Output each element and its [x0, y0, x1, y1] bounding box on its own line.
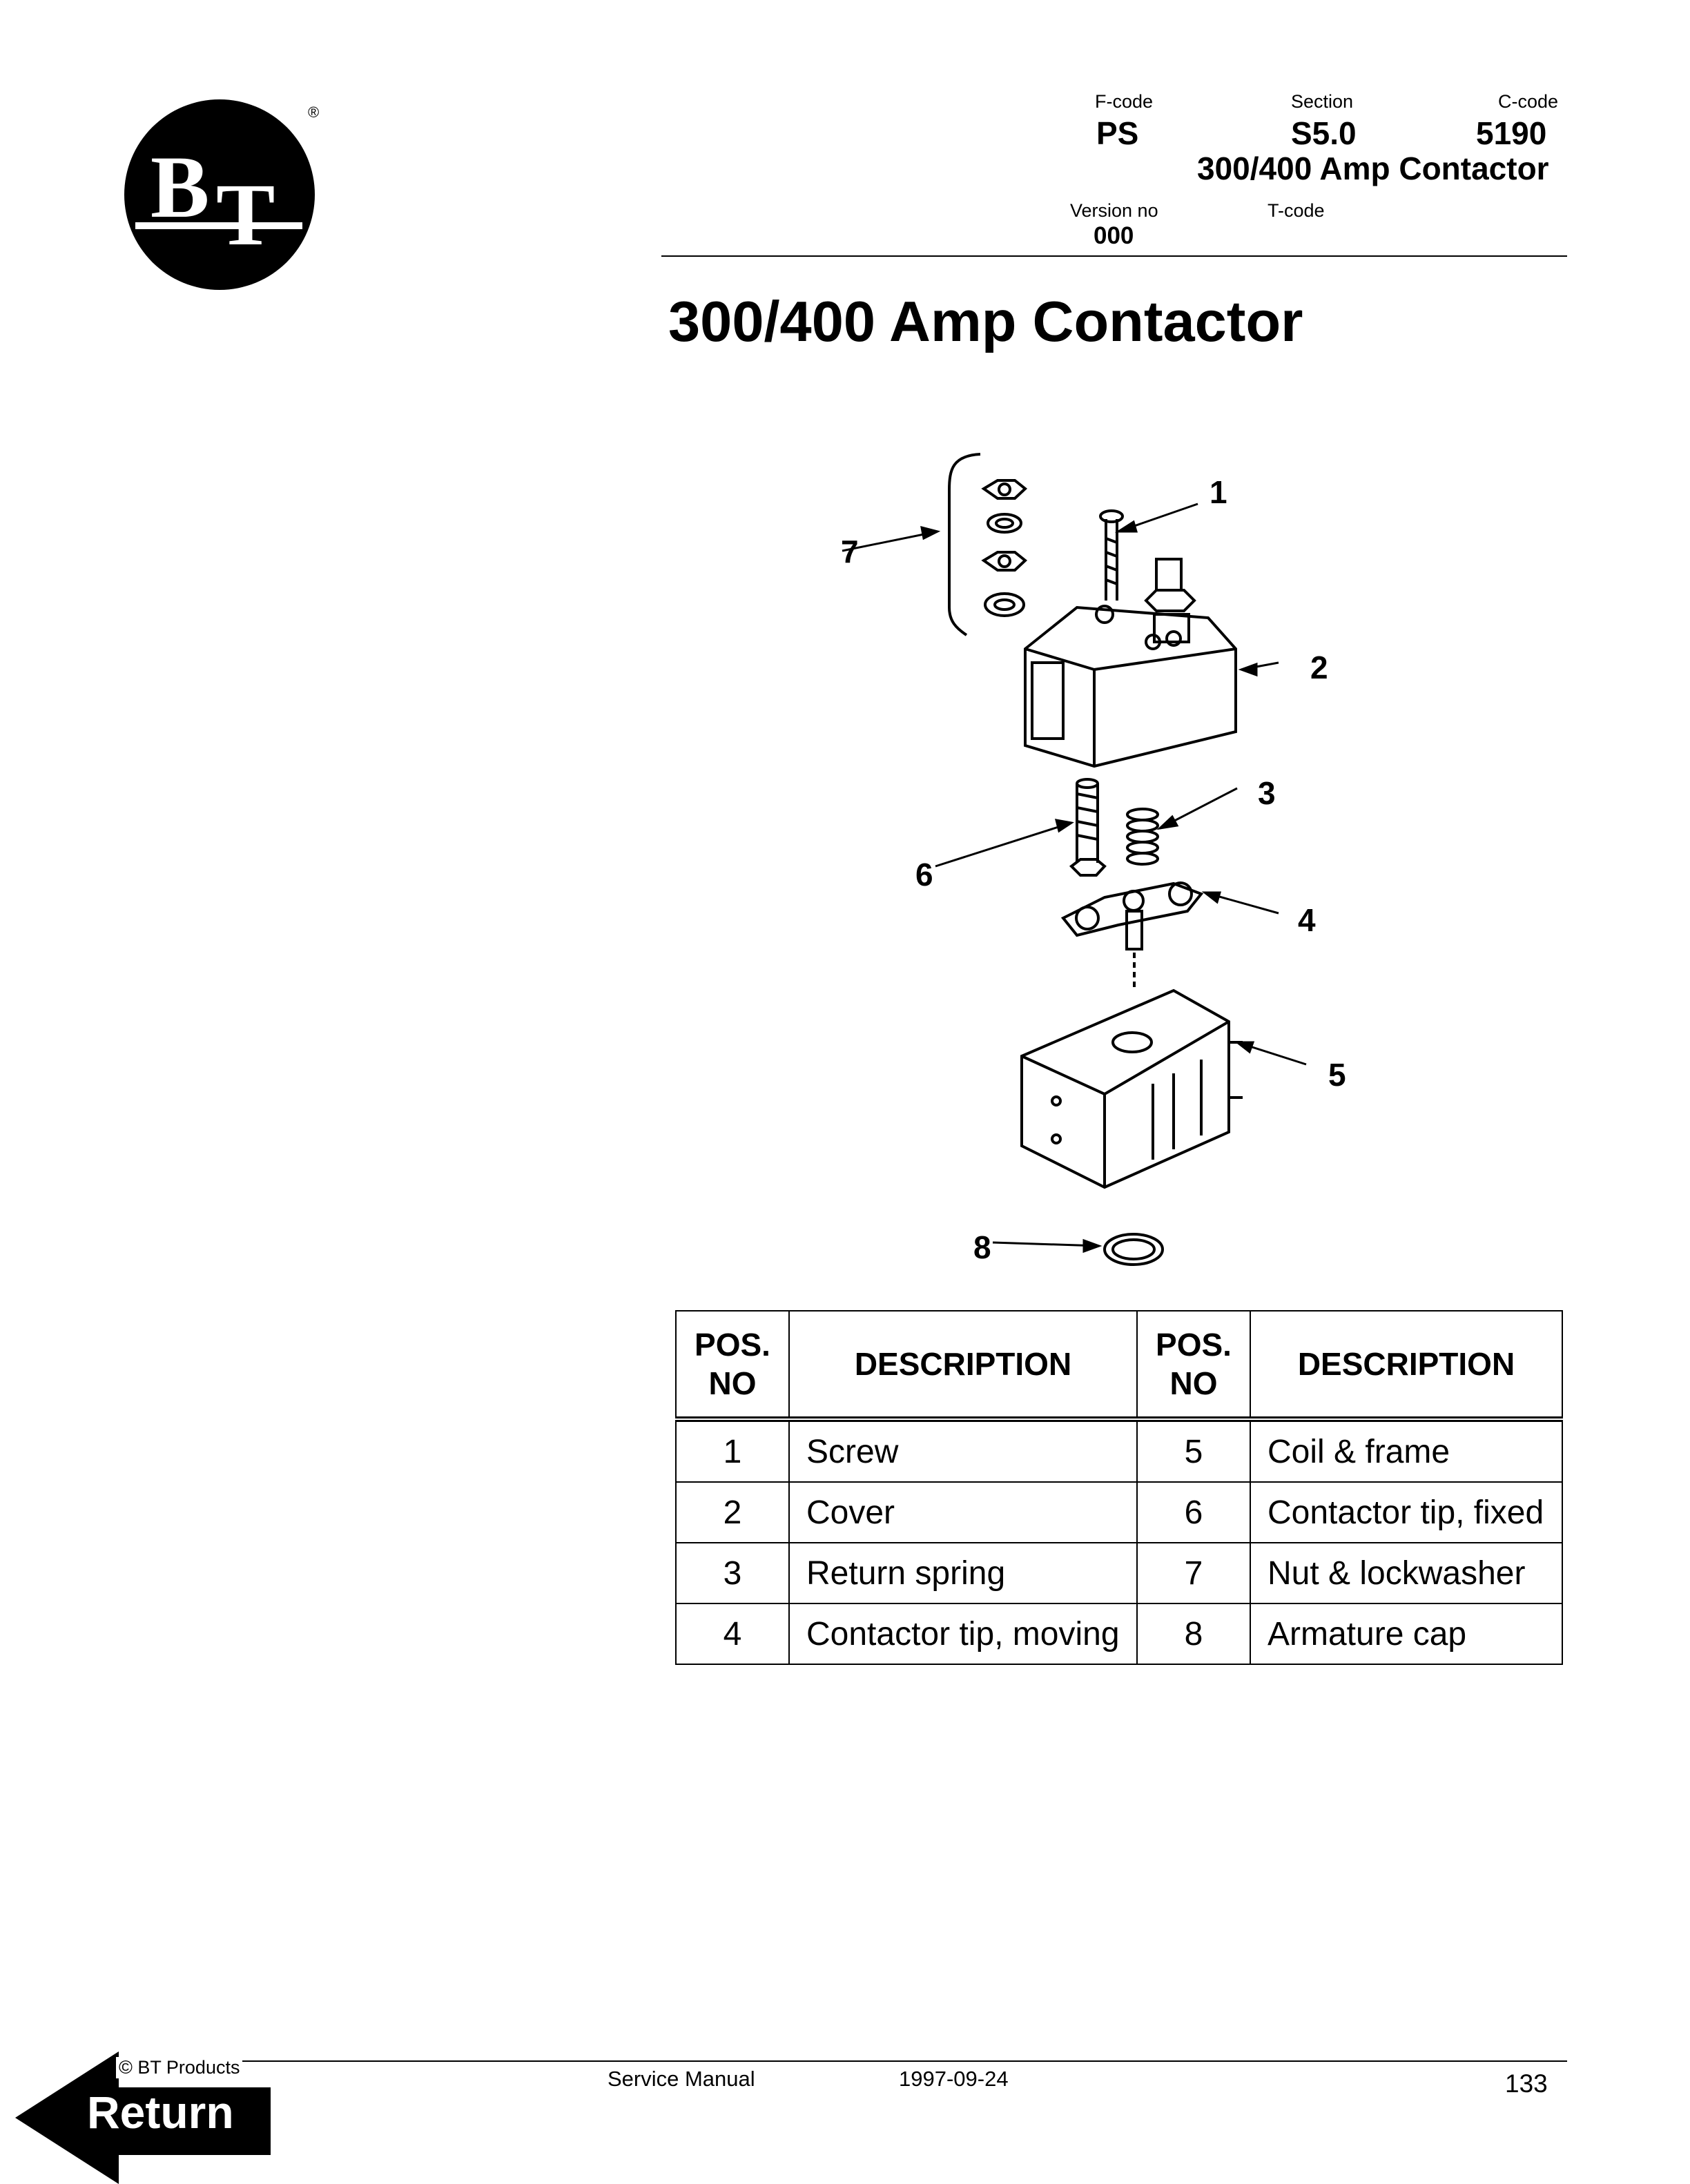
fixed-tip-bolt-6: [1069, 778, 1107, 877]
description: Contactor tip, moving: [788, 1603, 1138, 1665]
table-header-row: POS. NO DESCRIPTION POS. NO DESCRIPTION: [675, 1310, 1563, 1420]
footer-date: 1997-09-24: [899, 2067, 1009, 2091]
callout-7: 7: [841, 534, 859, 569]
footer-manual: Service Manual: [608, 2067, 755, 2091]
version-value: 000: [1094, 222, 1134, 249]
version-label: Version no: [1070, 200, 1158, 221]
pos-no: 5: [1136, 1418, 1251, 1483]
header-subtitle: 300/400 Amp Contactor: [1197, 150, 1549, 186]
exploded-parts-diagram: [842, 453, 1307, 1266]
callout-5: 5: [1328, 1057, 1346, 1093]
pos-no: 2: [675, 1481, 790, 1543]
cover-2: [1024, 605, 1237, 768]
pos-no: 4: [675, 1603, 790, 1665]
svg-text:T: T: [216, 166, 275, 264]
callout-1: 1: [1210, 474, 1227, 510]
screw-1: [1099, 509, 1124, 601]
registered-mark: ®: [308, 104, 319, 121]
fcode-value: PS: [1096, 115, 1139, 151]
description: Contactor tip, fixed: [1250, 1481, 1563, 1543]
coil-frame-5: [1020, 988, 1243, 1189]
table-row: 2 Cover 6 Contactor tip, fixed: [675, 1481, 1563, 1543]
section-value: S5.0: [1291, 115, 1357, 151]
parts-table: POS. NO DESCRIPTION POS. NO DESCRIPTION …: [675, 1310, 1563, 1665]
header-pos-no: POS. NO: [1136, 1310, 1251, 1420]
leader-lines: [842, 503, 1307, 1254]
pos-no: 7: [1136, 1542, 1251, 1604]
page-title: 300/400 Amp Contactor: [668, 289, 1303, 353]
ccode-value: 5190: [1476, 115, 1547, 151]
left-arrow-icon: [15, 2051, 271, 2184]
table-row: 4 Contactor tip, moving 8 Armature cap: [675, 1603, 1563, 1665]
nut-washer-stack: [981, 479, 1028, 617]
return-spring-3: [1126, 808, 1159, 866]
table-row: 3 Return spring 7 Nut & lockwasher: [675, 1542, 1563, 1604]
return-button[interactable]: © BT Products Return: [15, 2051, 276, 2184]
tcode-label: T-code: [1268, 200, 1325, 221]
header-rule: [661, 255, 1567, 257]
pos-no: 8: [1136, 1603, 1251, 1665]
callout-3: 3: [1258, 775, 1276, 811]
footer-rule: [110, 2060, 1567, 2062]
pos-no: 6: [1136, 1481, 1251, 1543]
svg-text:B: B: [150, 138, 209, 236]
description: Screw: [788, 1418, 1138, 1483]
callout-4: 4: [1298, 902, 1316, 938]
header-pos-no: POS. NO: [675, 1310, 790, 1420]
callout-8: 8: [973, 1229, 991, 1265]
bracket-7: [948, 453, 981, 636]
return-label[interactable]: Return: [87, 2087, 234, 2138]
ccode-label: C-code: [1498, 91, 1559, 112]
footer-copyright: © BT Products: [116, 2057, 243, 2078]
header-description: DESCRIPTION: [788, 1310, 1138, 1420]
section-label: Section: [1291, 91, 1354, 112]
terminal-stud: [1144, 558, 1196, 643]
pos-no: 3: [675, 1542, 790, 1604]
table-row: 1 Screw 5 Coil & frame: [675, 1418, 1563, 1483]
description: Coil & frame: [1250, 1418, 1563, 1483]
moving-tip-4: [1060, 881, 1204, 950]
description: Cover: [788, 1481, 1138, 1543]
description: Nut & lockwasher: [1250, 1542, 1563, 1604]
bt-logo: B T ®: [124, 99, 319, 290]
armature-cap-8: [1103, 1233, 1164, 1266]
fcode-label: F-code: [1095, 91, 1154, 112]
callout-2: 2: [1310, 650, 1328, 685]
header-description: DESCRIPTION: [1250, 1310, 1563, 1420]
description: Return spring: [788, 1542, 1138, 1604]
description: Armature cap: [1250, 1603, 1563, 1665]
page-number: 133: [1505, 2069, 1548, 2098]
pos-no: 1: [675, 1418, 790, 1483]
callout-6: 6: [915, 857, 933, 893]
